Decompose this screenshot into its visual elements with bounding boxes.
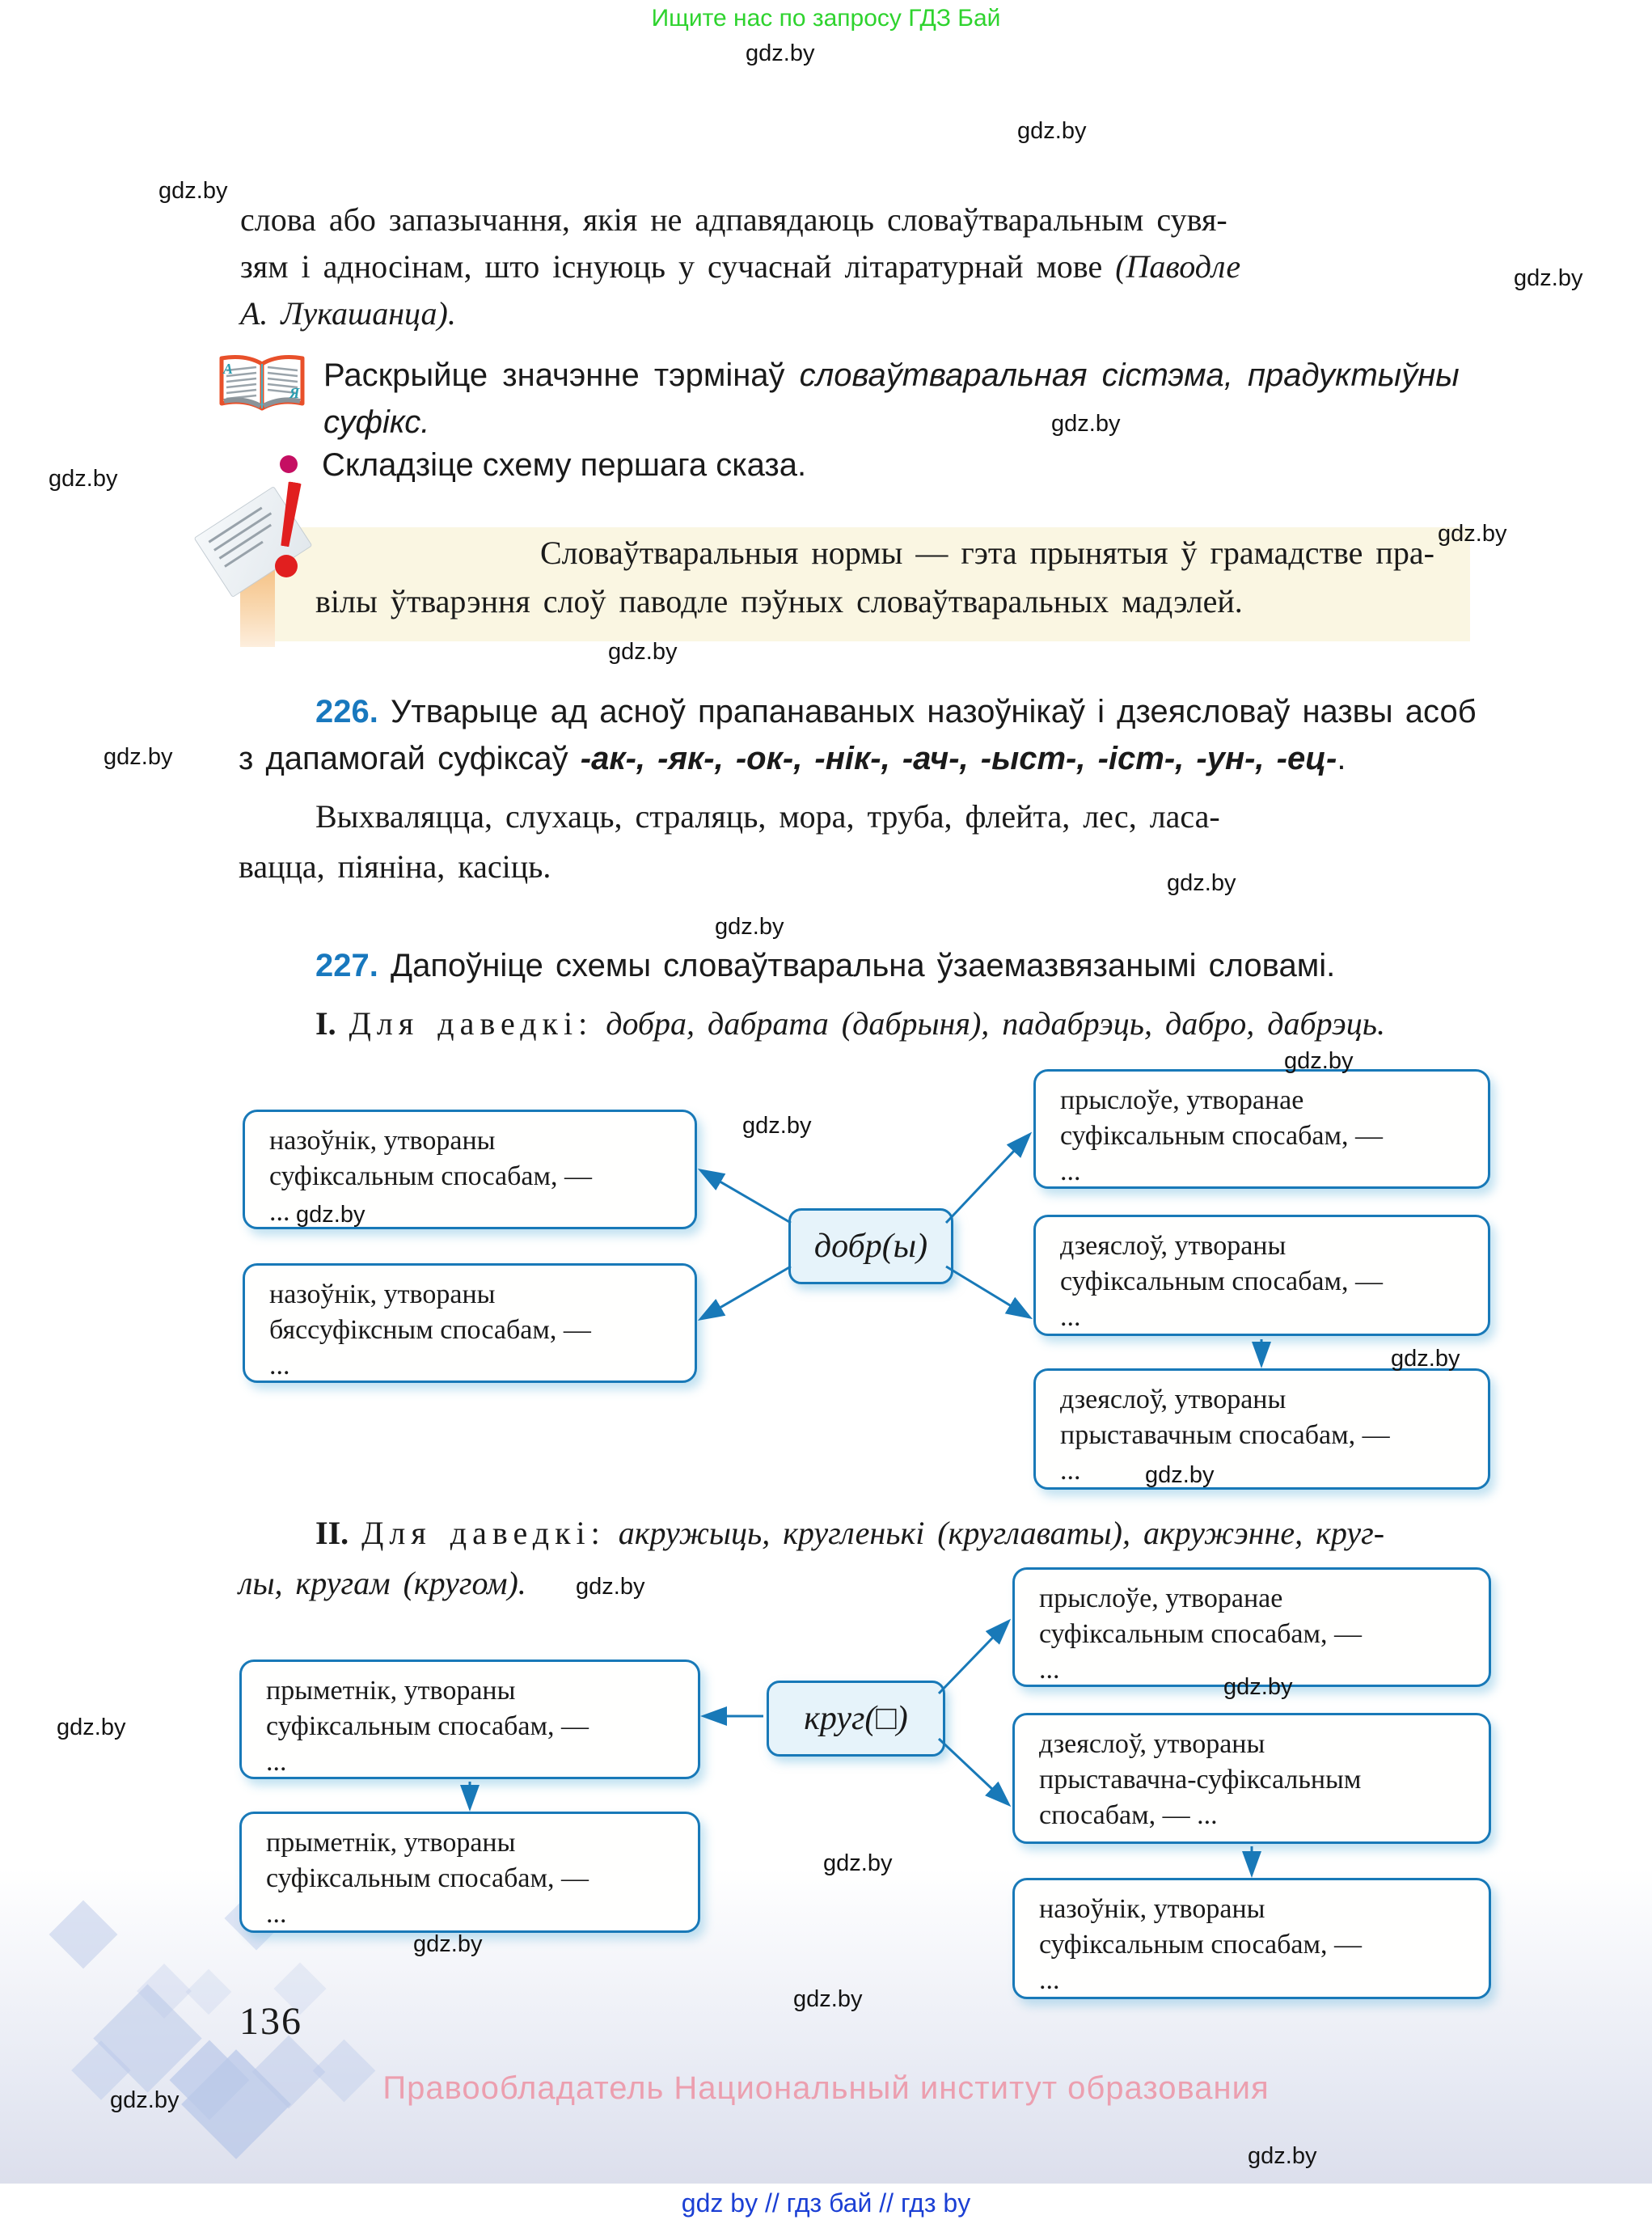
- diagram-box: дзеяслоў, утвораны прыставачным спосабам…: [1033, 1368, 1490, 1490]
- arrow: [937, 1618, 1012, 1695]
- diagram-box: дзеяслоў, утвораны суфіксальным спосабам…: [1033, 1215, 1490, 1336]
- exclamation-note-icon: [193, 482, 333, 603]
- copyright-text: Правообладатель Национальный институт об…: [382, 2070, 1270, 2106]
- watermark: gdz.by: [1284, 1048, 1354, 1074]
- page-number: 136: [239, 2000, 302, 2043]
- reference-II-line2: лы, кругам (кругом).: [239, 1565, 526, 1601]
- watermark: gdz.by: [1248, 2143, 1317, 2169]
- watermark: gdz.by: [158, 178, 228, 204]
- diagram-box: назоўнік, утвораны суфіксальным спосабам…: [243, 1110, 697, 1229]
- diagram-box: назоўнік, утвораны суфіксальным спосабам…: [1012, 1878, 1491, 1999]
- reference-I: I. Для даведкі: добра, дабрата (дабрыня)…: [315, 1005, 1385, 1042]
- arrow: [697, 1265, 792, 1321]
- watermark: gdz.by: [1145, 1462, 1215, 1488]
- exercise-227-number: 227.: [315, 948, 378, 983]
- svg-text:Я: Я: [289, 385, 300, 401]
- intro-line-1: слова або запазычання, якія не адпавядаю…: [240, 201, 1227, 238]
- task-define-terms-2: суфікс.: [323, 404, 430, 440]
- watermark: gdz.by: [1017, 118, 1087, 144]
- diagram-box: прыметнік, утвораны суфіксальным спосаба…: [239, 1660, 700, 1779]
- watermark: gdz.by: [1514, 265, 1583, 291]
- promo-banner: Ищите нас по запросу ГДЗ Бай: [651, 5, 1001, 32]
- rule-line-1: Словаўтваральныя нормы — гэта прынятыя ў…: [540, 535, 1434, 571]
- intro-line-3: А. Лукашанца).: [240, 295, 456, 332]
- exercise-226-line1: 226. Утварыце ад асноў прапанаваных назо…: [315, 694, 1477, 729]
- watermark: gdz.by: [1391, 1346, 1460, 1372]
- intro-line-2: зям і адносінам, што існуюць у сучаснай …: [240, 248, 1241, 285]
- watermark: gdz.by: [1223, 1674, 1293, 1700]
- watermark: gdz.by: [1438, 521, 1507, 547]
- diagram-box: прыслоўе, утворанае суфіксальным спосаба…: [1012, 1567, 1491, 1687]
- watermark: gdz.by: [715, 914, 784, 940]
- watermark: gdz.by: [1167, 870, 1236, 896]
- diagram-box: прыметнік, утвораны суфіксальным спосаба…: [239, 1812, 700, 1933]
- exercise-227-line: 227. Дапоўніце схемы словаўтваральна ўза…: [315, 948, 1336, 983]
- watermark: gdz.by: [746, 40, 815, 66]
- bullet-icon: [280, 455, 298, 473]
- arrow: [944, 1131, 1033, 1224]
- watermark: gdz.by: [576, 1574, 645, 1600]
- diagram-node: круг(□): [767, 1681, 945, 1757]
- watermark: gdz.by: [823, 1850, 893, 1876]
- task-define-terms: Раскрыйце значэнне тэрмінаў словаўтварал…: [323, 357, 1460, 393]
- watermark: gdz.by: [413, 1931, 483, 1957]
- diagram-box: назоўнік, утвораны бяссуфіксным спосабам…: [243, 1263, 697, 1383]
- rule-line-2: вілы ўтварэння слоў паводле пэўных слова…: [315, 583, 1243, 619]
- word-list-1: Выхваляцца, слухаць, страляць, мора, тру…: [315, 798, 1220, 835]
- watermark: gdz.by: [57, 1715, 126, 1740]
- open-book-icon: А Я: [213, 353, 311, 423]
- diagram-box: дзеяслоў, утвораны прыставачна-суфіксаль…: [1012, 1713, 1491, 1844]
- task-scheme: Складзіце схему першага сказа.: [322, 447, 807, 483]
- rule-callout: [275, 527, 1470, 641]
- watermark: gdz.by: [49, 466, 118, 492]
- arrow: [697, 1168, 792, 1224]
- watermark: gdz.by: [793, 1986, 863, 2012]
- watermark: gdz.by: [608, 639, 678, 665]
- watermark: gdz.by: [742, 1113, 812, 1139]
- arrow: [945, 1265, 1033, 1320]
- watermark: gdz.by: [110, 2087, 180, 2113]
- watermark: gdz.by: [1051, 411, 1121, 437]
- word-list-2: вацца, піяніна, касіць.: [239, 848, 551, 885]
- watermark: gdz.by: [104, 744, 173, 770]
- diagram-box: прыслоўе, утворанае суфіксальным спосаба…: [1033, 1069, 1490, 1189]
- suffix-list: -ак-, -як-, -ок-, -нік-, -ач-, -ыст-, -і…: [580, 741, 1337, 776]
- exercise-226-number: 226.: [315, 694, 378, 729]
- arrow: [937, 1737, 1012, 1808]
- footer-links[interactable]: gdz by // гдз бай // гдз by: [681, 2188, 971, 2218]
- svg-text:А: А: [222, 361, 233, 377]
- diagram-node: добр(ы): [788, 1208, 953, 1284]
- watermark: gdz.by: [296, 1202, 365, 1228]
- reference-II-line1: II. Для даведкі: акружыць, кругленькі (к…: [315, 1515, 1385, 1551]
- exercise-226-line2: з дапамогай суфіксаў -ак-, -як-, -ок-, -…: [239, 741, 1346, 776]
